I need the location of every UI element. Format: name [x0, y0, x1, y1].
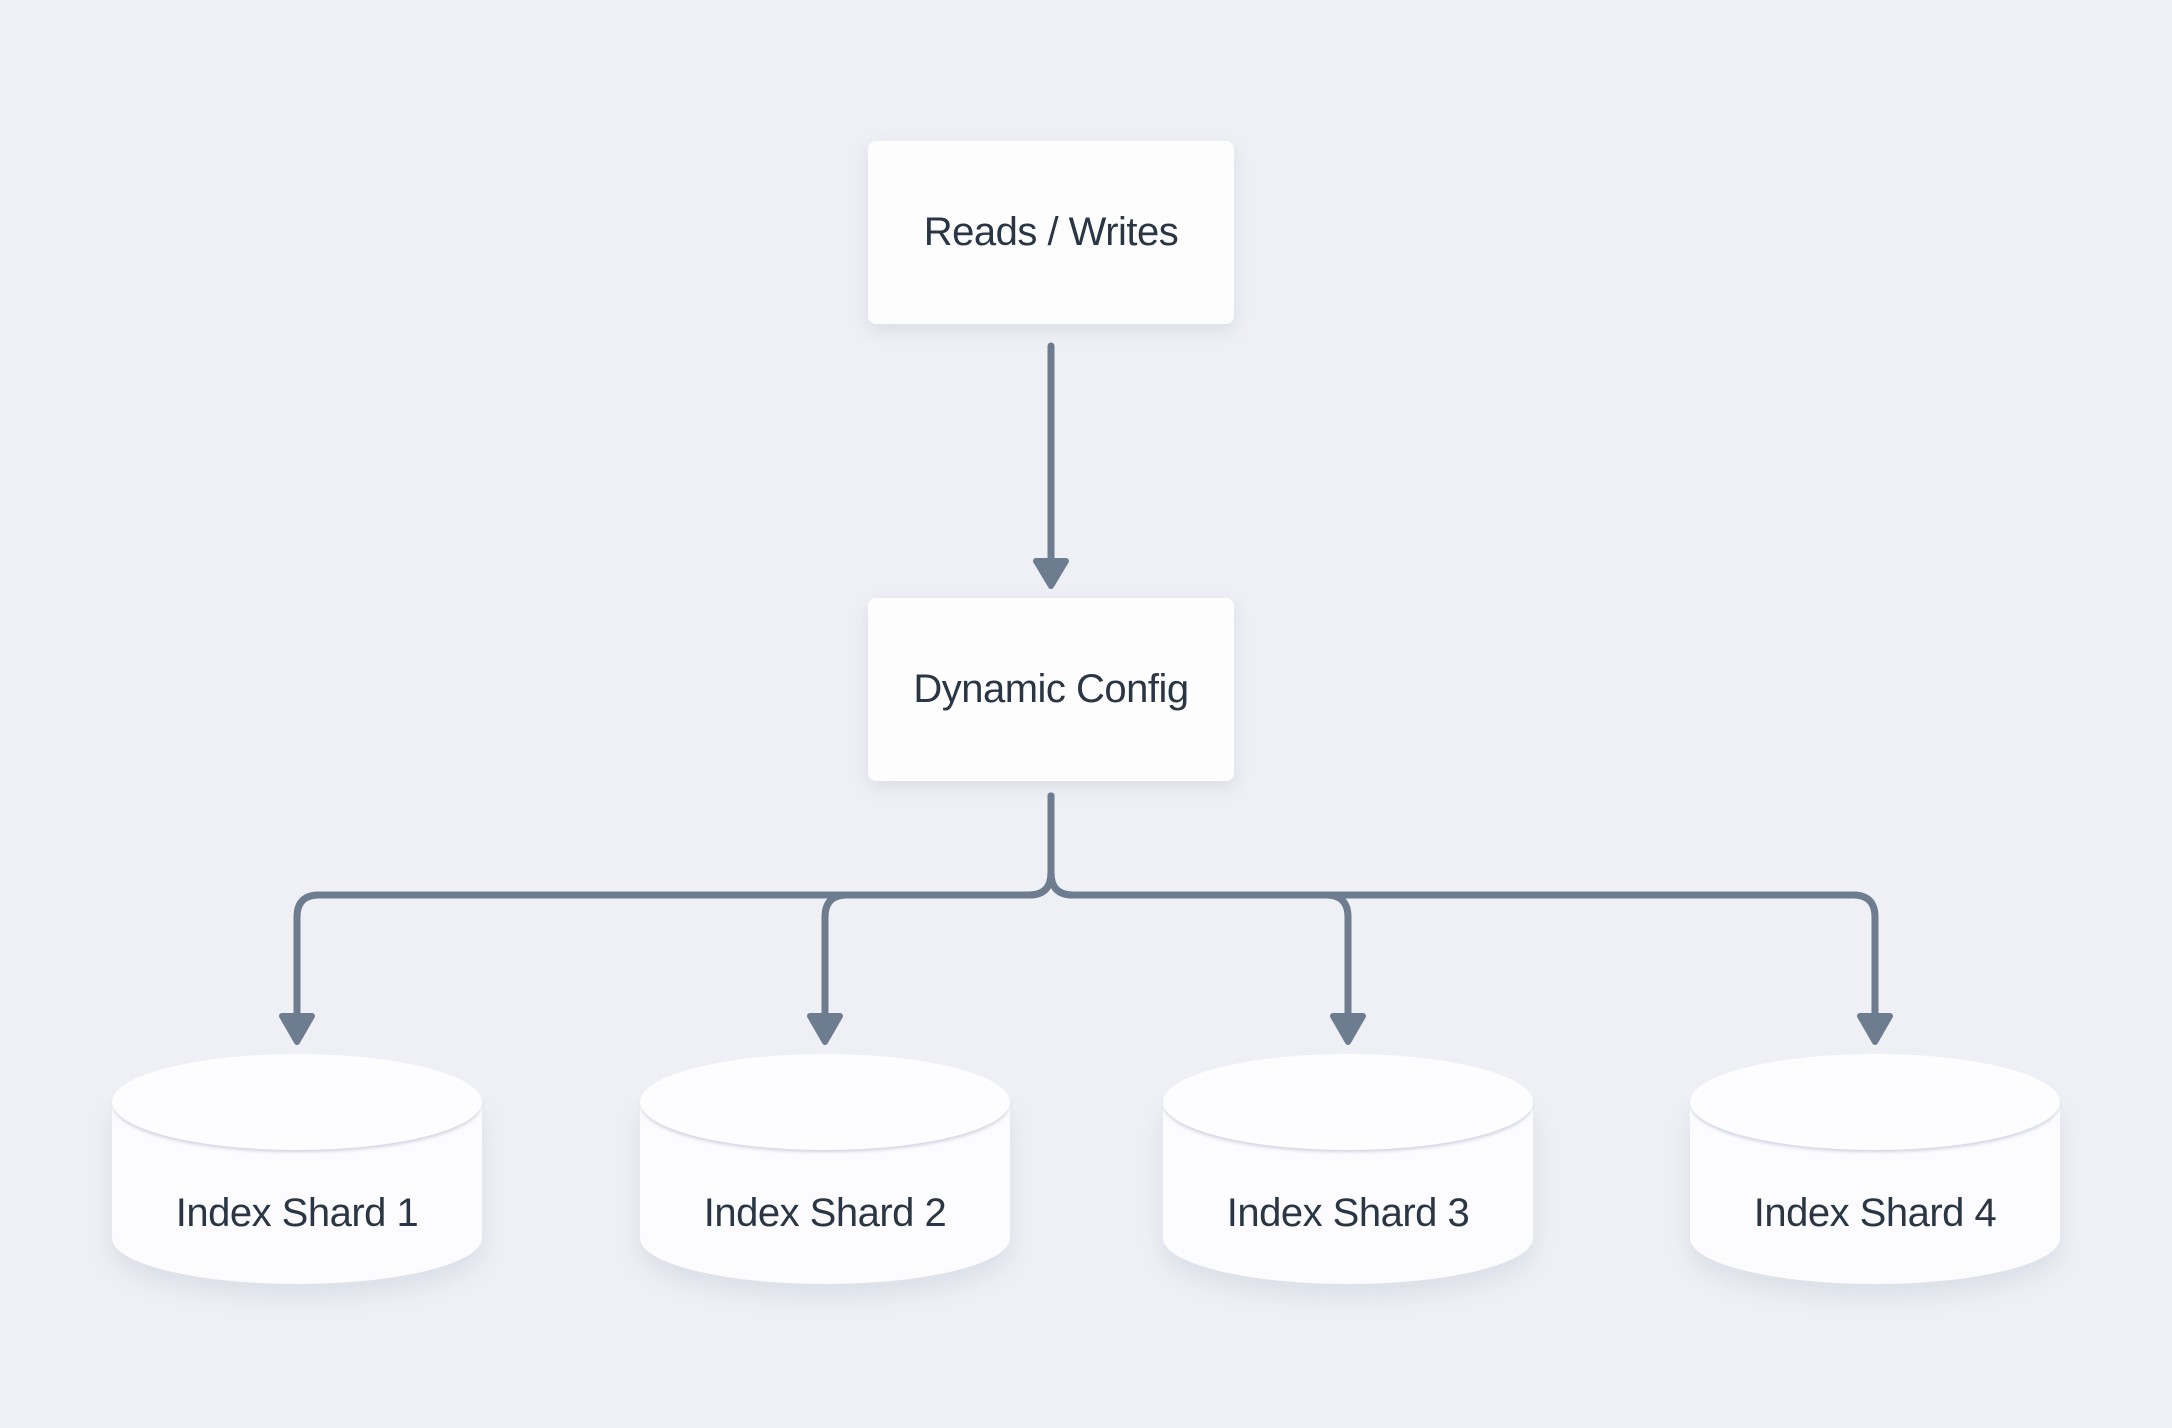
node-index-shard-4: Index Shard 4: [1690, 1054, 2060, 1284]
edge-config-to-shard-2: [821, 792, 1055, 1020]
arrowhead-config: [1033, 558, 1069, 589]
node-index-shard-1-label: Index Shard 1: [175, 1190, 419, 1235]
node-index-shard-3-label-wrap: Index Shard 3: [1163, 1150, 1533, 1276]
node-index-shard-2-label: Index Shard 2: [703, 1190, 947, 1235]
node-index-shard-2: Index Shard 2: [640, 1054, 1010, 1284]
node-index-shard-3: Index Shard 3: [1163, 1054, 1533, 1284]
arrowhead-shard-2: [807, 1013, 843, 1045]
arrowhead-shard-3: [1330, 1013, 1366, 1045]
node-index-shard-4-label: Index Shard 4: [1753, 1190, 1997, 1235]
node-index-shard-1: Index Shard 1: [112, 1054, 482, 1284]
edge-config-to-shard-1: [293, 792, 1055, 1020]
arrowhead-shard-4: [1857, 1013, 1893, 1045]
node-reads-writes-label: Reads / Writes: [923, 210, 1179, 254]
edge-config-to-shard-4: [1047, 792, 1879, 1020]
arrowhead-shard-1: [279, 1013, 315, 1045]
node-index-shard-1-label-wrap: Index Shard 1: [112, 1150, 482, 1276]
edge-config-to-shard-3: [1047, 792, 1352, 1020]
node-reads-writes: Reads / Writes: [868, 141, 1234, 324]
node-dynamic-config: Dynamic Config: [868, 598, 1234, 781]
node-dynamic-config-label: Dynamic Config: [913, 667, 1189, 711]
node-index-shard-2-label-wrap: Index Shard 2: [640, 1150, 1010, 1276]
node-index-shard-4-label-wrap: Index Shard 4: [1690, 1150, 2060, 1276]
cylinder-top-ellipse: [1163, 1054, 1533, 1150]
cylinder-top-ellipse: [1690, 1054, 2060, 1150]
node-index-shard-3-label: Index Shard 3: [1226, 1190, 1470, 1235]
cylinder-top-ellipse: [640, 1054, 1010, 1150]
cylinder-top-ellipse: [112, 1054, 482, 1150]
